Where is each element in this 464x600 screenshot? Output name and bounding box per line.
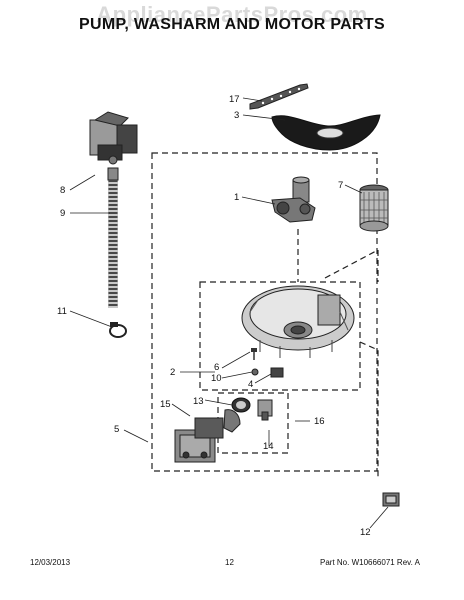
callout-6: 6 — [214, 362, 219, 373]
part-12-connector — [382, 492, 400, 507]
callout-5: 5 — [114, 424, 119, 435]
part-13-seal — [231, 397, 251, 413]
leader-lines — [69, 97, 389, 529]
callout-labels: 17 3 8 9 1 7 11 2 6 10 4 15 13 16 5 14 1… — [57, 94, 371, 538]
callout-17: 17 — [229, 94, 240, 105]
inner-dashed-frame — [199, 281, 361, 391]
part-7-filter-cup — [359, 184, 389, 232]
callout-14: 14 — [263, 441, 274, 452]
footer-date: 12/03/2013 — [30, 558, 71, 567]
callout-1: 1 — [234, 192, 239, 203]
part-14-sensor — [257, 399, 273, 421]
part-10-washer — [251, 368, 259, 376]
callout-10: 10 — [211, 373, 222, 384]
page-title: PUMP, WASHARM AND MOTOR PARTS — [79, 16, 385, 33]
callout-9: 9 — [60, 208, 65, 219]
callout-2: 2 — [170, 367, 175, 378]
callout-12: 12 — [360, 527, 371, 538]
outer-dashed-frame — [151, 152, 378, 472]
part-15-circulation-motor — [174, 409, 241, 463]
watermark: AppliancePartsPros.com — [96, 2, 368, 27]
part-17-upper-washarm — [249, 83, 309, 110]
part-4-sensor — [270, 367, 284, 378]
callout-7: 7 — [338, 180, 343, 191]
sump-assembly — [241, 285, 355, 358]
dashed-frames — [151, 152, 379, 480]
callout-3: 3 — [234, 110, 239, 121]
part-11-hose-clamp — [109, 322, 127, 338]
callout-11: 11 — [57, 306, 67, 317]
callout-16: 16 — [314, 416, 325, 427]
callout-8: 8 — [60, 185, 65, 196]
footer-page-number: 12 — [225, 558, 234, 567]
part-9-drain-hose — [107, 167, 119, 308]
part-8-drain-pump — [89, 111, 138, 165]
callout-13: 13 — [193, 396, 204, 407]
part-1-pump-housing — [271, 176, 316, 223]
callout-4: 4 — [248, 379, 253, 390]
part-6-screw — [251, 348, 257, 360]
footer-part-number: Part No. W10666071 Rev. A — [320, 558, 420, 567]
part-3-filter-plate — [271, 114, 381, 151]
callout-15: 15 — [160, 399, 171, 410]
